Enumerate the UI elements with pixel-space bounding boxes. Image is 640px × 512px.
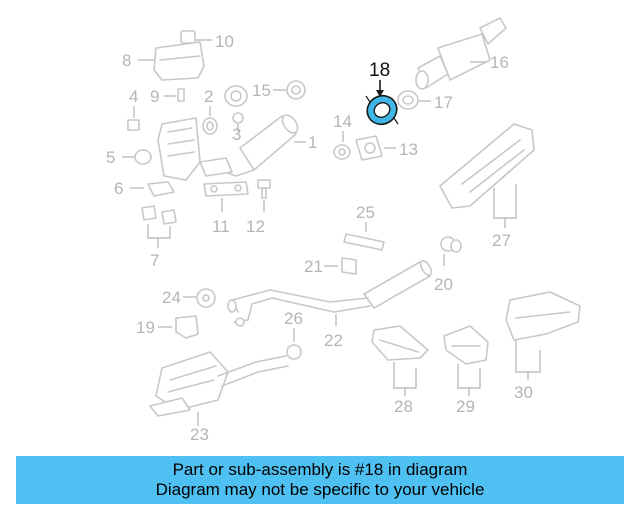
part-9-stud: 9 bbox=[150, 87, 185, 106]
callout-18: 18 bbox=[369, 60, 390, 81]
callout-9: 9 bbox=[150, 87, 159, 106]
callout-16: 16 bbox=[490, 53, 509, 72]
callout-4: 4 bbox=[129, 87, 138, 106]
part-2-gasket: 2 bbox=[202, 87, 218, 135]
part-18-gasket-highlighted: 18 bbox=[365, 60, 399, 126]
callout-8: 8 bbox=[122, 51, 131, 70]
callout-1: 1 bbox=[308, 133, 317, 152]
callout-12: 12 bbox=[246, 217, 265, 236]
part-5-grommet: 5 bbox=[106, 148, 152, 167]
part-21-insulator: 21 bbox=[304, 257, 357, 276]
part-8-tank: 8 bbox=[122, 41, 205, 81]
part-4-clip: 4 bbox=[127, 87, 140, 131]
callout-21: 21 bbox=[304, 257, 323, 276]
part-26-bracket: 19 bbox=[136, 315, 199, 339]
part-17-ring: 17 bbox=[397, 90, 453, 112]
callout-23: 23 bbox=[190, 425, 209, 444]
part-27-heat-shield: 27 bbox=[439, 123, 535, 250]
callout-19: 22 bbox=[324, 331, 343, 350]
part-3-nut: 3 bbox=[232, 112, 244, 144]
part-10-cap: 10 bbox=[180, 30, 234, 51]
part-30-shield: 30 bbox=[505, 291, 581, 402]
callout-15: 15 bbox=[252, 81, 271, 100]
callout-28: 28 bbox=[394, 397, 413, 416]
parts-diagram: 10 8 16 4 9 2 15 bbox=[106, 17, 581, 444]
callout-3: 3 bbox=[232, 125, 241, 144]
callout-13: 13 bbox=[399, 140, 418, 159]
callout-26: 19 bbox=[136, 318, 155, 337]
banner-line-1: Part or sub-assembly is #18 in diagram bbox=[172, 460, 468, 479]
part-1-converter: 1 bbox=[213, 114, 317, 177]
part-29-shield: 29 bbox=[443, 325, 489, 416]
banner-line-2: Diagram may not be specific to your vehi… bbox=[155, 480, 485, 499]
callout-25: 25 bbox=[356, 203, 375, 222]
part-manifold bbox=[157, 117, 233, 181]
callout-24: 26 bbox=[284, 309, 303, 328]
part-19-pipe: 22 bbox=[227, 259, 433, 350]
callout-5: 5 bbox=[106, 148, 115, 167]
part-6-shield: 6 bbox=[114, 179, 175, 198]
callout-11: 11 bbox=[212, 217, 230, 236]
callout-29: 29 bbox=[456, 397, 475, 416]
part-16-front-pipe: 16 bbox=[415, 17, 509, 90]
part-13-clamp: 13 bbox=[355, 135, 418, 161]
callout-22: 24 bbox=[162, 288, 181, 307]
part-12-bolt: 12 bbox=[246, 179, 271, 236]
part-28-shield: 28 bbox=[371, 325, 429, 416]
callout-20: 20 bbox=[434, 275, 453, 294]
part-22-insulator: 24 bbox=[162, 288, 216, 308]
info-banner: Part or sub-assembly is #18 in diagram D… bbox=[16, 456, 624, 504]
callout-7: 7 bbox=[150, 251, 159, 270]
part-14-clamp: 14 bbox=[333, 112, 352, 160]
part-7-mounts: 7 bbox=[141, 205, 177, 270]
part-20-hanger: 20 bbox=[434, 236, 462, 294]
callout-17: 17 bbox=[434, 93, 453, 112]
callout-6: 6 bbox=[114, 179, 123, 198]
part-25-hanger: 25 bbox=[343, 203, 385, 251]
callout-2: 2 bbox=[204, 87, 213, 106]
callout-27: 27 bbox=[492, 231, 511, 250]
callout-14: 14 bbox=[333, 112, 352, 131]
part-23-muffler: 23 bbox=[149, 351, 289, 444]
part-11-bracket: 11 bbox=[203, 181, 249, 236]
callout-10: 10 bbox=[215, 32, 234, 51]
callout-30: 30 bbox=[514, 383, 533, 402]
part-24-clamp: 26 bbox=[284, 309, 303, 360]
part-15-ring: 15 bbox=[224, 80, 306, 107]
